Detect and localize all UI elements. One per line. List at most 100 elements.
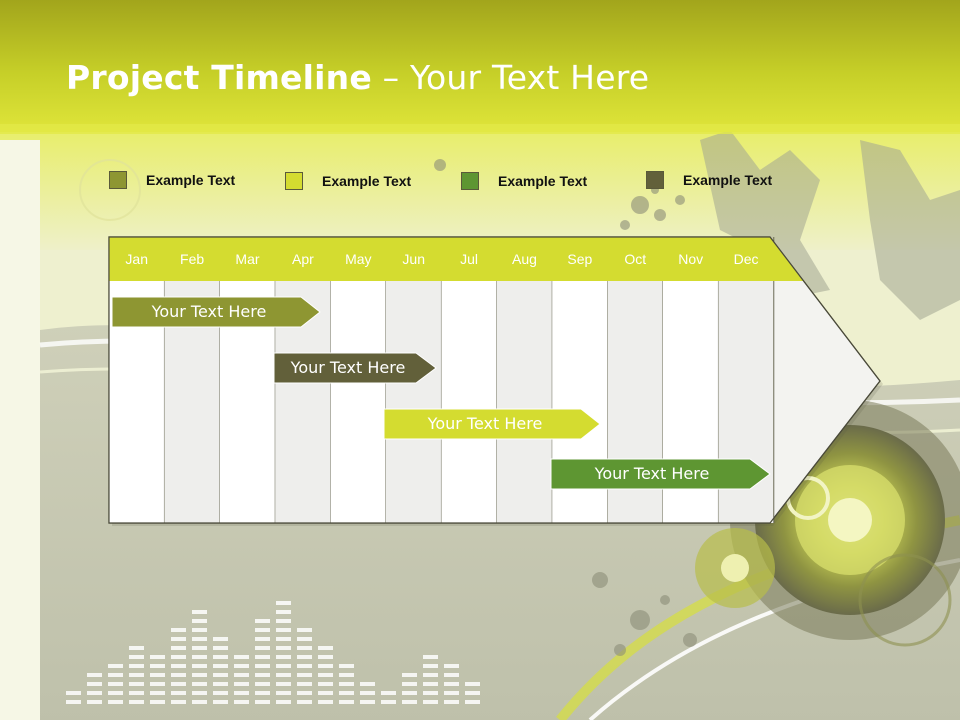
equalizer-segment (234, 700, 249, 704)
equalizer-segment (276, 628, 291, 632)
equalizer-segment (297, 691, 312, 695)
month-label-oct: Oct (624, 251, 647, 267)
equalizer-segment (108, 664, 123, 668)
equalizer-segment (192, 691, 207, 695)
equalizer-segment (444, 682, 459, 686)
equalizer-segment (423, 700, 438, 704)
task-arrow-2: Your Text Here (273, 352, 437, 384)
equalizer-segment (276, 691, 291, 695)
equalizer-segment (423, 682, 438, 686)
month-label-dec: Dec (733, 251, 759, 267)
equalizer-segment (255, 664, 270, 668)
title-rest: – Your Text Here (371, 58, 650, 97)
equalizer-segment (255, 628, 270, 632)
equalizer-segment (192, 700, 207, 704)
task-arrow-1: Your Text Here (111, 296, 321, 328)
equalizer-segment (402, 700, 417, 704)
equalizer-segment (171, 691, 186, 695)
equalizer-segment (129, 682, 144, 686)
equalizer-segment (297, 646, 312, 650)
equalizer-segment (276, 637, 291, 641)
equalizer-segment (297, 637, 312, 641)
legend-swatch-4 (646, 171, 664, 189)
equalizer-segment (276, 664, 291, 668)
equalizer-segment (465, 691, 480, 695)
equalizer-segment (150, 700, 165, 704)
slide-title: Project Timeline – Your Text Here (66, 58, 649, 97)
equalizer-segment (213, 682, 228, 686)
equalizer-segment (192, 628, 207, 632)
equalizer-segment (234, 691, 249, 695)
equalizer-segment (360, 691, 375, 695)
equalizer-segment (192, 682, 207, 686)
equalizer-segment (423, 673, 438, 677)
month-label-jun: Jun (402, 251, 425, 267)
task-arrow-1-shape (111, 296, 321, 328)
equalizer-segment (66, 691, 81, 695)
equalizer-segment (192, 664, 207, 668)
equalizer-segment (318, 682, 333, 686)
equalizer-segment (255, 682, 270, 686)
equalizer-segment (255, 637, 270, 641)
task-label-1: Your Text Here (151, 302, 267, 321)
equalizer-segment (171, 700, 186, 704)
equalizer-segment (192, 610, 207, 614)
equalizer-segment (276, 619, 291, 623)
equalizer-segment (150, 664, 165, 668)
month-label-mar: Mar (235, 251, 260, 267)
equalizer-segment (297, 655, 312, 659)
title-bold: Project Timeline (66, 58, 372, 97)
equalizer-segment (423, 664, 438, 668)
equalizer-segment (192, 673, 207, 677)
month-column-jul (441, 281, 497, 523)
equalizer-segment (213, 637, 228, 641)
equalizer-segment (339, 691, 354, 695)
equalizer-segment (192, 619, 207, 623)
month-label-jan: Jan (125, 251, 148, 267)
equalizer-segment (318, 700, 333, 704)
month-column-jun (386, 281, 442, 523)
equalizer-segment (339, 664, 354, 668)
legend-swatch-3 (461, 172, 479, 190)
equalizer-segment (255, 691, 270, 695)
legend-label-2: Example Text (322, 173, 412, 189)
equalizer-segment (213, 691, 228, 695)
equalizer-segment (444, 664, 459, 668)
equalizer-segment (129, 673, 144, 677)
equalizer-segment (108, 691, 123, 695)
task-label-4: Your Text Here (594, 464, 710, 483)
equalizer-segment (171, 637, 186, 641)
legend-label-1: Example Text (146, 172, 236, 188)
equalizer-segment (213, 673, 228, 677)
equalizer-segment (423, 655, 438, 659)
equalizer-segment (255, 646, 270, 650)
equalizer-segment (339, 700, 354, 704)
equalizer-segment (171, 628, 186, 632)
equalizer-segment (129, 655, 144, 659)
equalizer-segment (276, 601, 291, 605)
equalizer-segment (255, 700, 270, 704)
equalizer-segment (318, 655, 333, 659)
legend-swatch-1 (109, 171, 127, 189)
equalizer-segment (297, 664, 312, 668)
equalizer-segment (108, 673, 123, 677)
task-arrow-3-shape (383, 408, 601, 440)
equalizer-segment (171, 664, 186, 668)
task-label-3: Your Text Here (427, 414, 543, 433)
task-arrow-4: Your Text Here (550, 458, 772, 490)
equalizer-segment (276, 700, 291, 704)
equalizer-segment (360, 682, 375, 686)
equalizer-segment (276, 682, 291, 686)
equalizer-segment (171, 655, 186, 659)
task-arrow-3: Your Text Here (383, 408, 601, 440)
month-label-sep: Sep (567, 251, 593, 267)
equalizer-segment (234, 655, 249, 659)
equalizer-segment (255, 619, 270, 623)
task-arrow-2-shape (273, 352, 437, 384)
month-label-may: May (345, 251, 372, 267)
equalizer-segment (444, 673, 459, 677)
equalizer-segment (360, 700, 375, 704)
month-label-aug: Aug (512, 251, 537, 267)
equalizer-segment (402, 682, 417, 686)
